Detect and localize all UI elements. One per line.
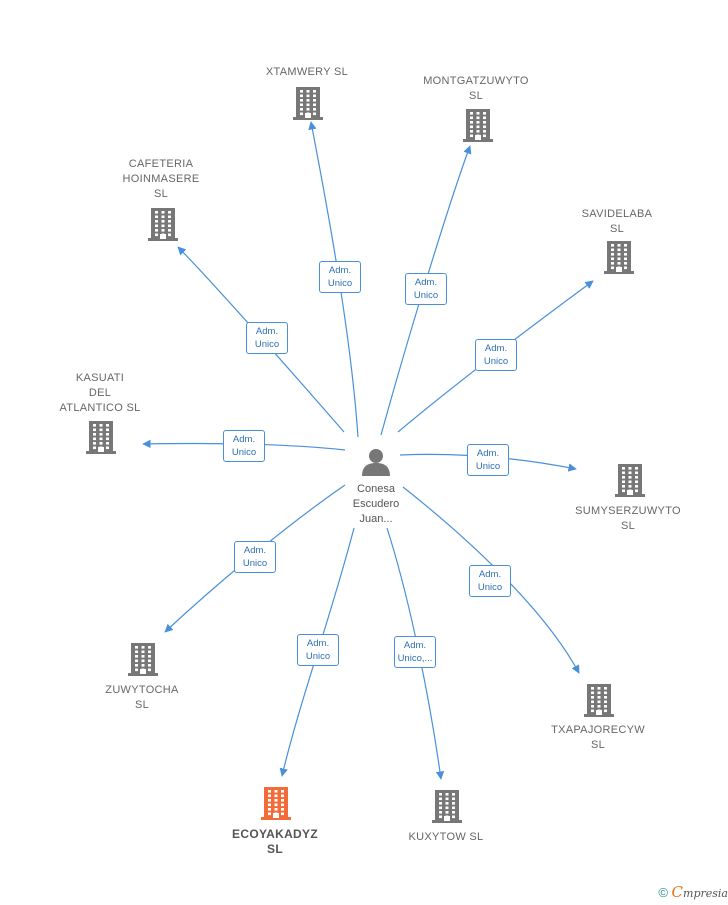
role-tag-sumyserzuwyto[interactable]: Adm. Unico [467, 444, 509, 476]
company-node-ecoyakadyz[interactable] [261, 786, 291, 825]
building-icon [148, 208, 178, 241]
brand-initial: C [671, 883, 684, 901]
company-label-cafeteria[interactable]: CAFETERIA HOINMASERE SL [122, 158, 200, 200]
role-tag-cafeteria[interactable]: Adm. Unico [246, 322, 288, 354]
role-tag-txapajorecyw[interactable]: Adm. Unico [469, 565, 511, 597]
company-node-cafeteria[interactable] [148, 207, 178, 246]
person-icon [362, 449, 390, 476]
building-icon [463, 109, 493, 142]
role-tag-xtamwery[interactable]: Adm. Unico [319, 261, 361, 293]
role-tag-savidelaba[interactable]: Adm. Unico [475, 339, 517, 371]
company-label-kasuati[interactable]: KASUATI DEL ATLANTICO SL [59, 372, 141, 414]
company-node-txapajorecyw[interactable] [584, 683, 614, 722]
company-node-savidelaba[interactable] [604, 240, 634, 279]
role-tag-zuwytocha[interactable]: Adm. Unico [234, 541, 276, 573]
company-node-xtamwery[interactable] [293, 86, 323, 125]
company-node-kasuati[interactable] [86, 420, 116, 459]
role-tag-ecoyakadyz[interactable]: Adm. Unico [297, 634, 339, 666]
edge-montgatzuwyto [380, 145, 472, 436]
center-person[interactable] [360, 446, 392, 483]
brand-name: mpresia [683, 887, 728, 900]
company-node-kuxytow[interactable] [432, 789, 462, 828]
building-icon [261, 787, 291, 820]
company-label-xtamwery[interactable]: XTAMWERY SL [265, 66, 349, 78]
company-label-sumyserzuwyto[interactable]: SUMYSERZUWYTO SL [575, 505, 681, 532]
company-node-montgatzuwyto[interactable] [463, 108, 493, 147]
building-icon [86, 421, 116, 454]
building-icon [128, 643, 158, 676]
role-tag-montgatzuwyto[interactable]: Adm. Unico [405, 273, 447, 305]
center-person-name[interactable]: Conesa Escudero Juan... [352, 483, 400, 525]
company-label-txapajorecyw[interactable]: TXAPAJORECYW SL [551, 724, 645, 751]
edge-xtamwery [308, 121, 359, 438]
building-icon [432, 790, 462, 823]
company-label-ecoyakadyz[interactable]: ECOYAKADYZ SL [232, 827, 318, 856]
building-icon [615, 464, 645, 497]
company-node-zuwytocha[interactable] [128, 642, 158, 681]
company-label-kuxytow[interactable]: KUXYTOW SL [408, 831, 484, 843]
footer-brand: © Cmpresia [658, 883, 728, 901]
building-icon [584, 684, 614, 717]
company-label-savidelaba[interactable]: SAVIDELABA SL [581, 208, 653, 235]
copyright-symbol: © [658, 885, 668, 900]
building-icon [293, 87, 323, 120]
role-tag-kasuati[interactable]: Adm. Unico [223, 430, 265, 462]
building-icon [604, 241, 634, 274]
company-node-sumyserzuwyto[interactable] [615, 463, 645, 502]
company-label-zuwytocha[interactable]: ZUWYTOCHA SL [105, 684, 179, 711]
role-tag-kuxytow[interactable]: Adm. Unico,... [394, 636, 436, 668]
company-label-montgatzuwyto[interactable]: MONTGATZUWYTO SL [423, 75, 529, 102]
